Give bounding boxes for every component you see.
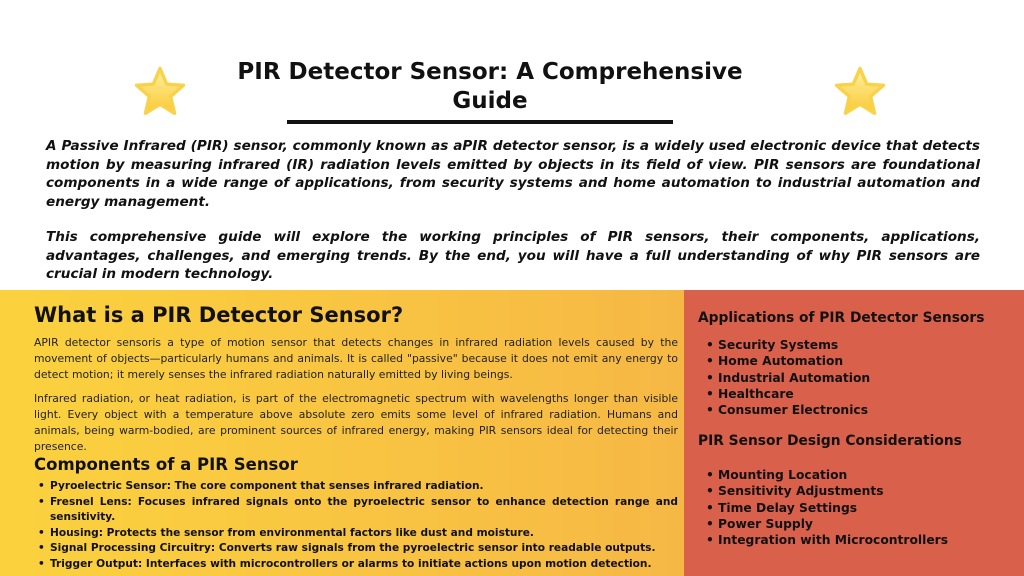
intro-paragraph: A Passive Infrared (PIR) sensor, commonl… (46, 138, 980, 210)
list-item: Industrial Automation (706, 370, 870, 387)
section-heading: What is a PIR Detector Sensor? (34, 303, 404, 327)
infrared-paragraph: Infrared radiation, or heat radiation, i… (34, 392, 678, 453)
list-item: Security Systems (706, 337, 870, 354)
list-item: Time Delay Settings (706, 500, 948, 517)
list-item: Pyroelectric Sensor: The core component … (38, 479, 678, 495)
list-item: Fresnel Lens: Focuses infrared signals o… (38, 495, 678, 526)
list-item: Sensitivity Adjustments (706, 483, 948, 500)
list-item: Trigger Output: Interfaces with microcon… (38, 557, 678, 573)
design-list: Mounting Location Sensitivity Adjustment… (706, 467, 948, 549)
components-heading: Components of a PIR Sensor (34, 455, 298, 474)
list-item: Healthcare (706, 386, 870, 403)
star-icon (132, 64, 188, 120)
list-item: Mounting Location (706, 467, 948, 484)
components-list: Pyroelectric Sensor: The core component … (38, 479, 678, 572)
list-item: Consumer Electronics (706, 402, 870, 419)
list-item: Power Supply (706, 516, 948, 533)
title-underline (287, 120, 673, 124)
list-item: Integration with Microcontrollers (706, 532, 948, 549)
star-icon (832, 64, 888, 120)
page-title: PIR Detector Sensor: A Comprehensive Gui… (237, 59, 743, 114)
what-is-section: What is a PIR Detector Sensor? APIR dete… (0, 290, 684, 576)
design-heading: PIR Sensor Design Considerations (698, 433, 962, 449)
list-item: Home Automation (706, 353, 870, 370)
intro-paragraph-2: This comprehensive guide will explore th… (46, 229, 980, 282)
definition-paragraph: APIR detector sensoris a type of motion … (34, 336, 678, 381)
applications-section: Applications of PIR Detector Sensors Sec… (684, 290, 1024, 576)
list-item: Housing: Protects the sensor from enviro… (38, 526, 678, 542)
list-item: Signal Processing Circuitry: Converts ra… (38, 541, 678, 557)
applications-heading: Applications of PIR Detector Sensors (698, 310, 985, 326)
applications-list: Security Systems Home Automation Industr… (706, 337, 870, 419)
